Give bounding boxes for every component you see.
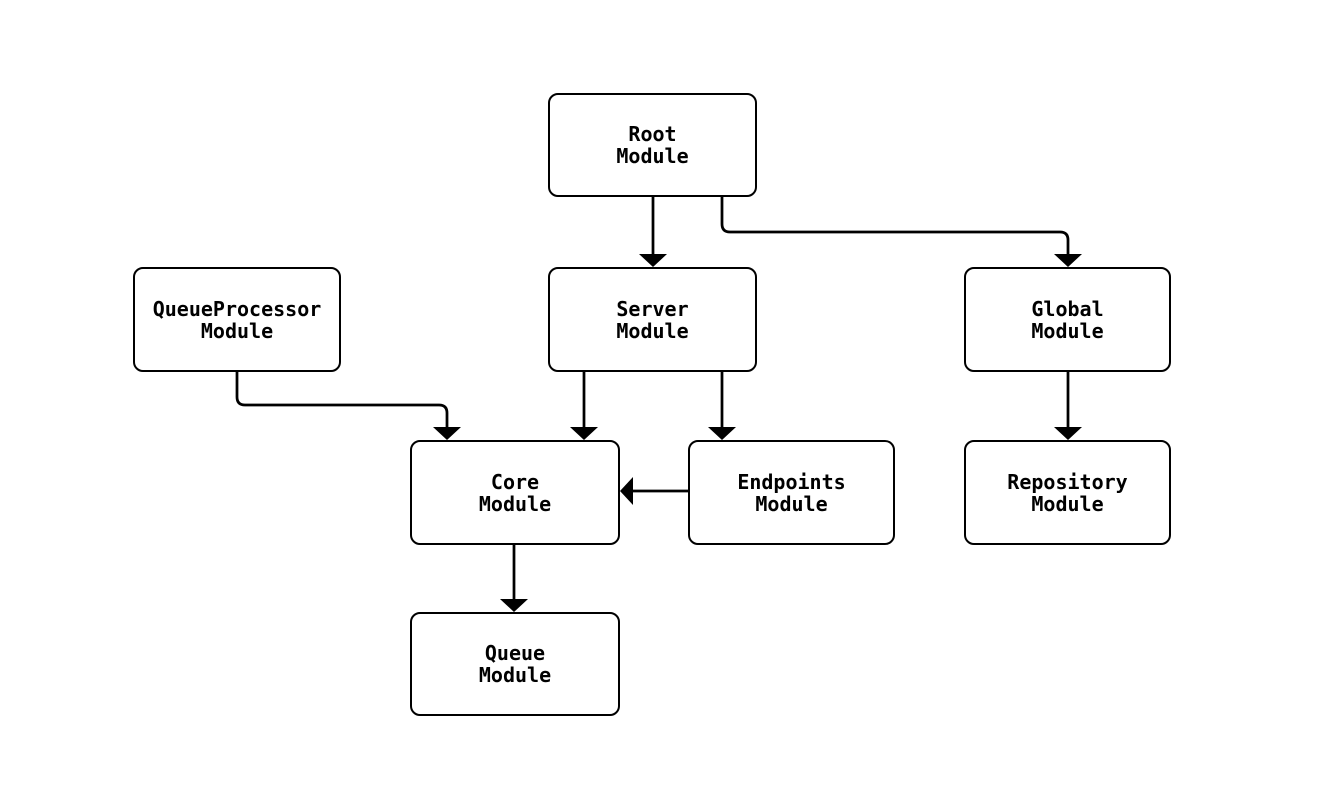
arrowhead-icon: [620, 477, 633, 505]
node-label: Server Module: [616, 296, 689, 343]
node-label: Repository Module: [1007, 469, 1128, 516]
arrowhead-icon: [570, 427, 598, 440]
node-label: Root Module: [616, 122, 689, 168]
node-server-module: Server Module: [548, 267, 757, 372]
edge-root-module-to-global-module: [720, 197, 1070, 254]
arrowhead-icon: [433, 427, 461, 440]
node-queueprocessor-module: QueueProcessor Module: [133, 267, 341, 372]
node-label: QueueProcessor Module: [152, 296, 322, 343]
node-global-module: Global Module: [964, 267, 1171, 372]
node-endpoints-module: Endpoints Module: [688, 440, 895, 545]
node-root-module: Root Module: [548, 93, 757, 197]
arrowhead-icon: [708, 427, 736, 440]
edge-queueprocessor-module-to-core-module: [235, 372, 449, 427]
node-core-module: Core Module: [410, 440, 620, 545]
node-label: Queue Module: [478, 641, 552, 687]
arrowhead-icon: [500, 599, 528, 612]
node-repository-module: Repository Module: [964, 440, 1171, 545]
arrowhead-icon: [1054, 427, 1082, 440]
node-label: Core Module: [478, 469, 552, 516]
node-label: Global Module: [1031, 296, 1104, 343]
arrowhead-icon: [1054, 254, 1082, 267]
node-label: Endpoints Module: [737, 469, 846, 516]
arrowhead-icon: [639, 254, 667, 267]
node-queue-module: Queue Module: [410, 612, 620, 716]
